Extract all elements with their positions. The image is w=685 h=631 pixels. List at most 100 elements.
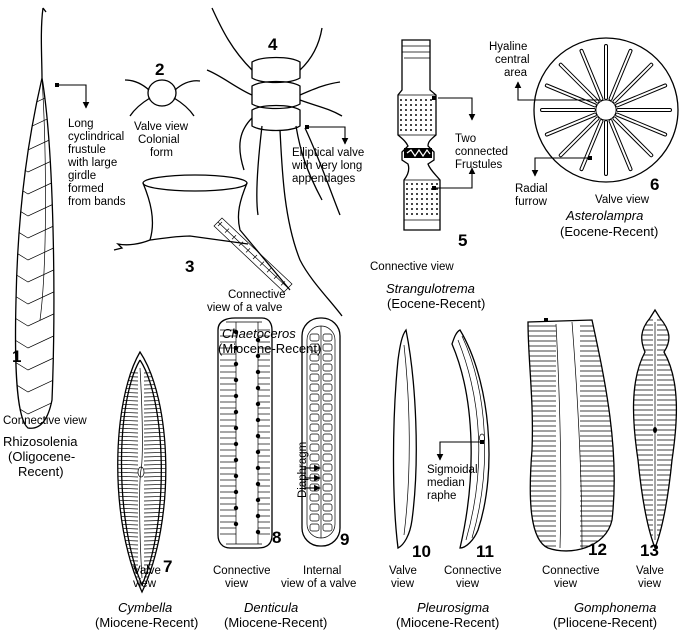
s5Dots-detail [400,129,402,131]
cymStriae-detail [117,387,139,390]
s5Dots-detail [416,208,418,210]
c3Hatch-detail [273,274,279,280]
cymStriae-detail [117,507,139,510]
s5Dots-detail [405,119,407,121]
figure-number-10: 10 [412,542,431,561]
rhizoBands-detail [15,178,54,195]
cymStriae-detail [117,375,139,378]
d8Dots-detail [255,353,261,359]
s5Dots-detail [415,114,417,116]
s5Dots-detail [405,99,407,101]
s5Dots-detail [421,208,423,210]
asterolampra-view-label: Valve view [595,194,650,206]
cymStriae-detail [143,423,166,426]
c3Hatch-detail [231,234,237,240]
asterolampra-furrow-label: Radial furrow [515,183,551,208]
s5Dots-detail [411,198,413,200]
denticula-age: (Miocene-Recent) [224,615,327,630]
cymStriae-detail [143,395,166,398]
s5Dots-detail [400,124,402,126]
cymStriae-detail [143,487,166,490]
s5Dots-detail [426,208,428,210]
cymStriae-detail [143,523,166,526]
s5Dots-detail [431,198,433,200]
cymbella-name: Cymbella [118,600,172,615]
s5Dots-detail [436,188,438,190]
s5Dots-detail [430,99,432,101]
s5Dots-detail [436,203,438,205]
pleurosigma-age: (Miocene-Recent) [396,615,499,630]
s5Dots-detail [405,114,407,116]
cymStriae-detail [143,483,166,486]
cymStriae-detail [143,491,166,494]
cymStriae-detail [143,447,166,450]
d9Cells-detail [322,433,333,442]
astRays-detail [613,117,653,157]
s5Dots-detail [421,188,423,190]
cymStriae-detail [143,551,166,554]
s5Dots-detail [400,99,402,101]
cymStriae-detail [143,443,166,446]
s5Dots-detail [415,104,417,106]
s5Dots-detail [415,99,417,101]
cymStriae-detail [117,487,139,490]
s5Dots-detail [406,208,408,210]
d9Cells-detail [309,503,320,512]
cymStriae-detail [143,407,166,410]
asterolampra-drawing [514,37,679,183]
chaetoceros-colony-drawing [206,7,349,317]
cymbella-view-label: Valve view [133,565,164,590]
s5Dots-detail [410,119,412,121]
cymStriae-detail [117,447,139,450]
figure-number-11: 11 [476,542,494,561]
d8Dots-detail [233,393,239,399]
chaetoceros-connective-label: Connective view of a valve [207,289,289,314]
d9Cells-detail [309,383,320,392]
d8Dots-detail [255,417,261,423]
d9Cells-detail [322,353,333,362]
cymStriae-detail [143,527,166,530]
s5Dots-detail [400,104,402,106]
s5Dots-detail [415,109,417,111]
cymStriae-detail [117,559,139,562]
s5Dots-detail [416,193,418,195]
denticula-connective-drawing [217,317,273,549]
d9Cells-detail [322,463,333,472]
s5Dots-detail [406,193,408,195]
d9Cells-detail [322,393,333,402]
cymStriae-detail [143,411,166,414]
s5Dots-detail [420,109,422,111]
cymStriae-detail [117,439,139,442]
s5Dots-detail [400,114,402,116]
d9Cells-detail [309,513,320,522]
denticula-internal-drawing [301,317,341,547]
d9Cells-detail [322,453,333,462]
c3Hatch-detail [238,241,244,247]
d9Cells-detail [322,513,333,522]
rhizoBands-detail [15,288,54,305]
cymStriae-detail [117,547,139,550]
cymStriae-detail [117,467,139,470]
gomphonema-connective-label: Connective view [542,565,603,590]
d8Dots-detail [233,425,239,431]
s5Dots-detail [426,193,428,195]
rhizosolenia-name: Rhizosolenia [3,434,78,449]
s5Dots-detail [431,183,433,185]
s5Dots-detail [421,213,423,215]
s5Dots-detail [406,198,408,200]
s5Dots-detail [406,203,408,205]
cymStriae-detail [143,467,166,470]
cymStriae-detail [143,503,166,506]
d9Cells-detail [322,343,333,352]
cymStriae-detail [117,515,139,518]
chaetoceros-valve-view-label: Valve view Colonial form [134,121,191,159]
d9Cells-detail [322,383,333,392]
astRays-detail [616,113,667,136]
astRays-detail [616,84,667,107]
s5Dots-detail [426,213,428,215]
s5Dots-detail [420,99,422,101]
cymStriae-detail [143,451,166,454]
gomphonema-age: (Pliocene-Recent) [553,615,657,630]
s5Dots-detail [416,183,418,185]
figure-number-12: 12 [588,540,607,559]
